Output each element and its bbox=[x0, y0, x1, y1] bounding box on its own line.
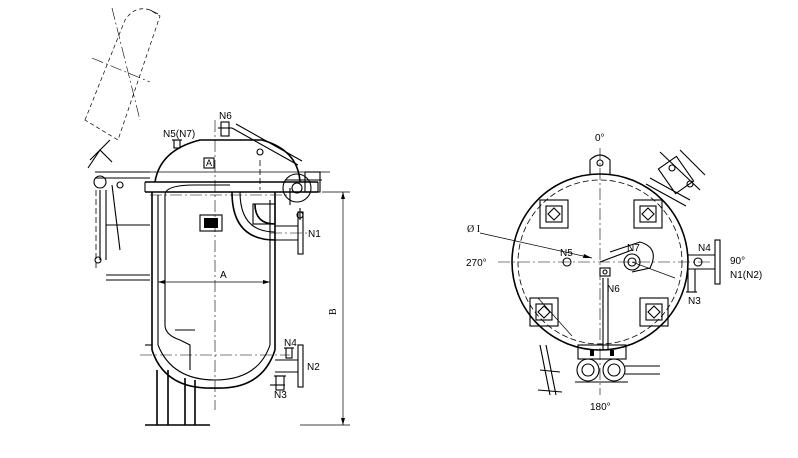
n1n2-label: N1(N2) bbox=[730, 270, 762, 281]
nozzle-n1-plan: 90° N1(N2) bbox=[688, 239, 762, 285]
phi-label: Ø I bbox=[467, 224, 480, 235]
deg180-label: 180° bbox=[590, 402, 611, 413]
side-centerlines bbox=[140, 120, 290, 410]
nozzle-n5: N5 bbox=[560, 248, 573, 267]
n4-label-plan: N4 bbox=[698, 243, 711, 254]
top-lug bbox=[589, 154, 611, 174]
nozzle-n4-plan: N4 bbox=[693, 243, 711, 267]
n3-label-plan: N3 bbox=[688, 296, 701, 307]
bottom-handwheel bbox=[537, 344, 563, 396]
side-view: A bbox=[84, 7, 350, 426]
n7-label: N7 bbox=[627, 243, 640, 254]
nozzle-n6: N6 bbox=[599, 267, 620, 350]
dim-b-label: B bbox=[328, 308, 339, 315]
dim-a-label: A bbox=[220, 270, 227, 281]
support-legs bbox=[145, 344, 210, 426]
bottom-outlet bbox=[575, 344, 660, 383]
nozzle-n3: N3 bbox=[270, 375, 287, 401]
n3-label: N3 bbox=[274, 390, 287, 401]
main-shell bbox=[151, 184, 276, 389]
nozzle-n7: N7 bbox=[599, 241, 676, 279]
diameter-leader: Ø I bbox=[467, 224, 593, 259]
n1-label: N1 bbox=[308, 229, 321, 240]
tag-a: A bbox=[206, 158, 212, 168]
lifted-lid bbox=[84, 7, 161, 161]
plan-handwheel bbox=[645, 149, 706, 207]
n2-label: N2 bbox=[307, 362, 320, 373]
nozzle-n2: N2 bbox=[275, 344, 320, 388]
deg0-label: 0° bbox=[595, 133, 605, 144]
deg90-label: 90° bbox=[730, 256, 745, 267]
nozzle-n3-plan: N3 bbox=[686, 269, 701, 307]
n6-label-plan: N6 bbox=[607, 284, 620, 295]
nozzle-n1: N1 bbox=[270, 211, 321, 255]
leg-pads bbox=[529, 199, 669, 337]
deg270-label: 270° bbox=[466, 258, 487, 269]
plan-view: Ø I N7 N5 N6 N4 bbox=[466, 133, 762, 413]
dimension-b: B bbox=[300, 191, 350, 426]
dimension-a: A bbox=[158, 270, 270, 284]
hinge-assembly bbox=[87, 149, 150, 281]
n6-label: N6 bbox=[219, 111, 232, 122]
cover-dome: A bbox=[130, 121, 330, 193]
n5-label: N5 bbox=[560, 248, 573, 259]
n4-label: N4 bbox=[284, 338, 297, 349]
n5n7-label: N5(N7) bbox=[163, 129, 195, 140]
nozzle-n4: N4 bbox=[284, 338, 297, 359]
